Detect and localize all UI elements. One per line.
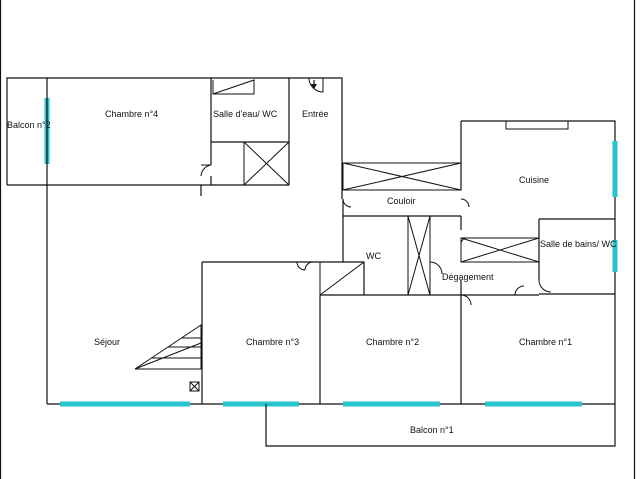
bedroom-row-walls (201, 261, 539, 404)
salle-bains-walls (460, 219, 618, 404)
label-chambre-3: Chambre n°3 (246, 337, 299, 347)
chambre-4-walls (46, 77, 343, 404)
cuisine-walls (461, 120, 618, 280)
balcon-2 (6, 77, 50, 186)
entry-door (308, 77, 324, 93)
label-degagement: Dégagement (442, 272, 494, 282)
label-balcon-2: Balcon n°2 (7, 120, 51, 130)
wc-walls (319, 215, 443, 296)
label-chambre-2: Chambre n°2 (366, 337, 419, 347)
sejour-stairs (134, 324, 202, 392)
label-cuisine: Cuisine (519, 175, 549, 185)
label-entree: Entrée (302, 109, 329, 119)
label-sejour: Séjour (94, 337, 120, 347)
label-chambre-4: Chambre n°4 (105, 109, 158, 119)
label-salle-bains: Salle de bains/ WC (540, 239, 617, 249)
label-salle-eau: Salle d'eau/ WC (213, 109, 278, 119)
couloir-walls (342, 121, 470, 230)
balcon-1 (265, 404, 616, 447)
label-couloir: Couloir (387, 196, 416, 206)
label-chambre-1: Chambre n°1 (519, 337, 572, 347)
salle-eau-fixtures (200, 79, 290, 186)
label-wc: WC (366, 251, 381, 261)
label-balcon-1: Balcon n°1 (410, 425, 454, 435)
